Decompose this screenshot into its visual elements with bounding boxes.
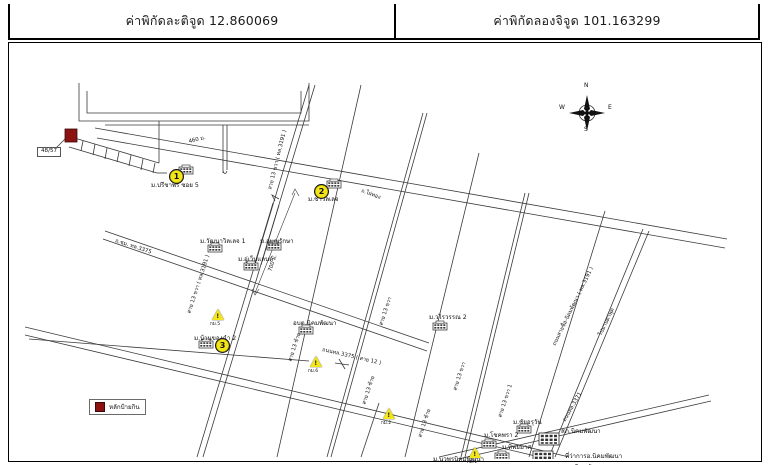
coordinate-header: ค่าพิกัดละติจูด 12.860069 ค่าพิกัดลองจิจ… bbox=[8, 4, 760, 40]
warning-triangle-icon[interactable] bbox=[212, 309, 224, 320]
legend-swatch-icon bbox=[95, 402, 105, 412]
compass-north-label: N bbox=[584, 82, 589, 89]
numbered-map-marker[interactable]: 1 bbox=[169, 169, 184, 184]
warning-triangle-icon[interactable] bbox=[469, 447, 481, 458]
map-legend: หลักป้ายกิน bbox=[89, 399, 146, 415]
warning-triangle-icon[interactable] bbox=[310, 356, 322, 367]
site-marker-red bbox=[64, 128, 78, 143]
place-label: อบต.นิคมพัฒนา bbox=[293, 320, 337, 327]
kilometer-label: กม.2 bbox=[381, 421, 392, 426]
place-label: ม.อู่เว็บแลนด์ bbox=[238, 256, 274, 263]
numbered-map-marker[interactable]: 2 bbox=[314, 184, 329, 199]
longitude-label: ค่าพิกัดลองจิจูด 101.163299 bbox=[493, 13, 661, 28]
header-bottom-rule bbox=[8, 38, 760, 40]
compass-rose-vector bbox=[569, 95, 605, 131]
numbered-map-marker[interactable]: 3 bbox=[215, 338, 230, 353]
place-label: ม.บ้านของฉำ 2 bbox=[194, 335, 237, 342]
place-label: ม.ชัยอรุวัน bbox=[513, 419, 542, 426]
compass-west-label: W bbox=[559, 104, 565, 111]
place-label: ม.วไรวรรณ 2 bbox=[429, 314, 467, 321]
map-frame: N S E W 48/57 หลักป้ายกิน 460 ม.700 ม.ถ.… bbox=[8, 42, 762, 465]
place-label: สภ.นิคมพัฒนา bbox=[561, 428, 601, 435]
header-middle-divider bbox=[394, 4, 396, 40]
warning-triangle-icon[interactable] bbox=[383, 408, 395, 419]
site-plot-number: 48/57 bbox=[37, 147, 62, 157]
place-label: ม.ชาวิลเลจ bbox=[308, 196, 339, 203]
legend-label: หลักป้ายกิน bbox=[109, 404, 140, 411]
compass-rose: N S E W bbox=[559, 82, 615, 133]
header-right-divider bbox=[758, 4, 760, 40]
kilometer-label: กม.5 bbox=[210, 322, 221, 327]
latitude-label: ค่าพิกัดละติจูด 12.860069 bbox=[125, 13, 279, 28]
place-label: ม.นวพรนิคมพัฒนา bbox=[433, 456, 484, 463]
header-left-divider bbox=[8, 4, 10, 40]
place-label: ม.ปรีชาพร ซอย 5 bbox=[151, 182, 199, 189]
map-vector-layer bbox=[24, 83, 728, 459]
place-label: ที่ว่าการอ.นิคมพัฒนา bbox=[565, 453, 623, 460]
place-label: ม.วัฒนาวิลเลจ 1 bbox=[200, 238, 246, 245]
compass-east-label: E bbox=[608, 104, 612, 111]
kilometer-label: กม.1 bbox=[467, 460, 478, 465]
place-label: ม.อู่บุญรักษา bbox=[260, 238, 294, 245]
kilometer-label: กม.6 bbox=[308, 369, 319, 374]
place-label: ม.โชคพรา 2 bbox=[484, 432, 519, 439]
place-label: ม.ทิพยมาศ bbox=[502, 444, 532, 451]
compass-south-label: S bbox=[584, 126, 588, 133]
